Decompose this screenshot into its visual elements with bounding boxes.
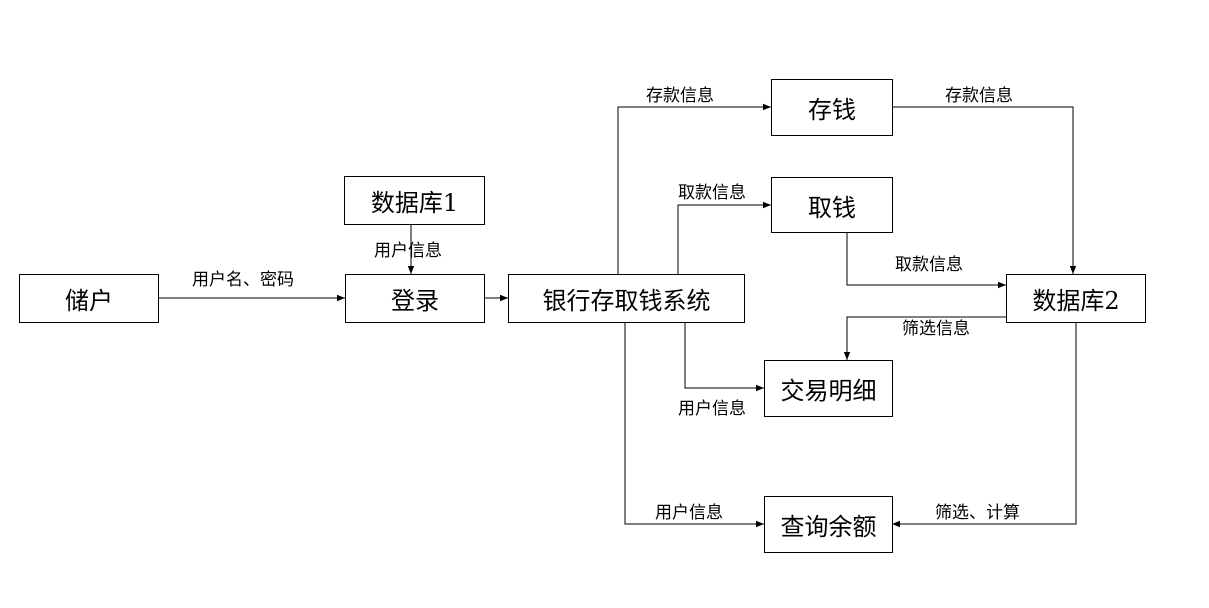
edge-deposit-to-db2 bbox=[892, 106, 1077, 274]
node-database2: 数据库2 bbox=[1006, 274, 1146, 323]
edge-withdraw-to-db2 bbox=[846, 232, 1006, 289]
node-withdraw: 取钱 bbox=[771, 177, 893, 233]
label-system-to-deposit: 存款信息 bbox=[646, 86, 714, 106]
edge-system-to-withdraw bbox=[677, 201, 771, 274]
label-system-to-transactions: 用户信息 bbox=[678, 399, 746, 419]
node-database1: 数据库1 bbox=[344, 176, 485, 225]
label-system-to-balance: 用户信息 bbox=[655, 503, 723, 523]
edge-system-to-balance bbox=[624, 322, 764, 528]
edge-db2-to-transactions bbox=[843, 316, 1006, 360]
node-login: 登录 bbox=[345, 274, 485, 323]
edge-system-to-deposit bbox=[617, 103, 771, 274]
node-depositor: 储户 bbox=[19, 274, 159, 323]
node-deposit: 存钱 bbox=[771, 79, 893, 136]
label-withdraw-to-db2: 取款信息 bbox=[895, 255, 963, 275]
label-db2-to-balance: 筛选、计算 bbox=[935, 503, 1020, 523]
edge-db2-to-balance bbox=[892, 322, 1077, 528]
label-deposit-to-db2: 存款信息 bbox=[945, 86, 1013, 106]
label-db1-to-login: 用户信息 bbox=[374, 241, 442, 261]
label-depositor-to-login: 用户名、密码 bbox=[192, 270, 294, 290]
node-transactions: 交易明细 bbox=[764, 360, 893, 417]
label-system-to-withdraw: 取款信息 bbox=[678, 183, 746, 203]
label-db2-to-transactions: 筛选信息 bbox=[902, 319, 970, 339]
node-balance: 查询余额 bbox=[764, 496, 893, 553]
node-system: 银行存取钱系统 bbox=[508, 274, 745, 323]
edge-system-to-transactions bbox=[684, 322, 764, 392]
